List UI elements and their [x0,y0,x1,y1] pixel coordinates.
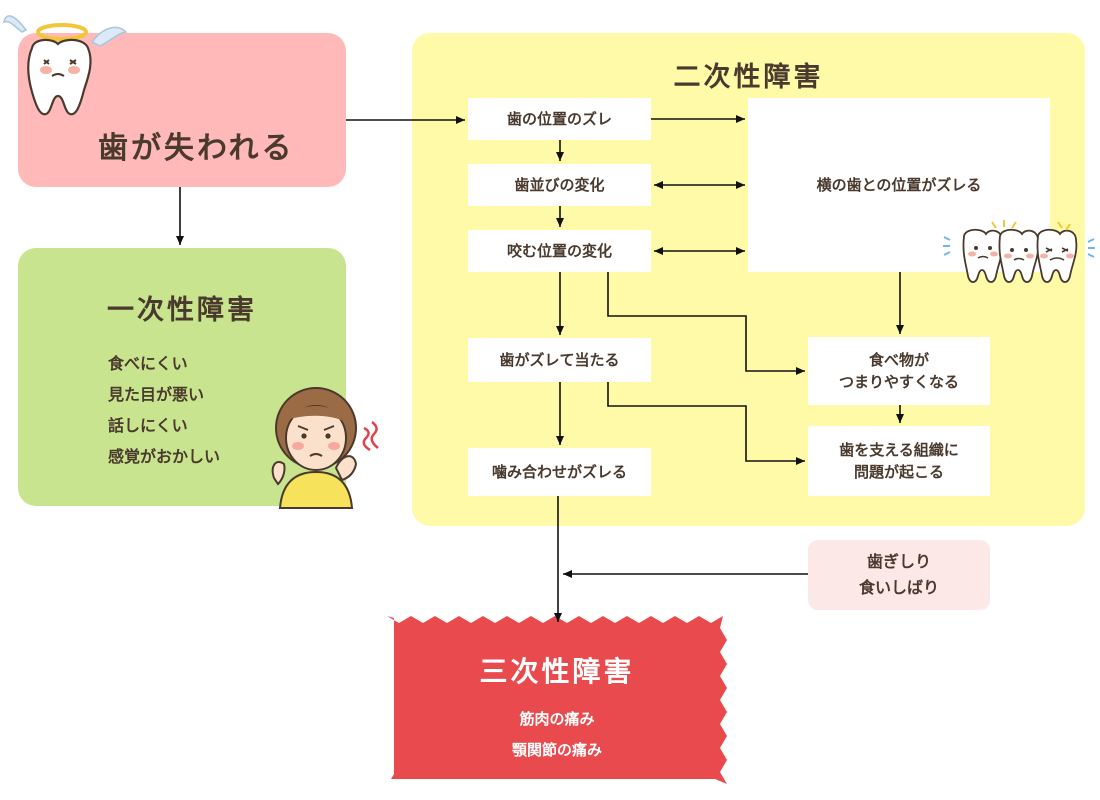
list-item: 見た目が悪い [108,385,205,404]
support-tissue-box: 歯を支える組織に 問題が起こる [808,426,990,496]
tertiary-disorder-title: 三次性障害 [479,655,635,688]
sad-teeth-icon [943,220,1095,283]
primary-disorder-list: 食べにくい 見た目が悪い 話しにくい 感覚がおかしい [108,348,220,472]
list-item: 食べにくい [108,354,188,373]
primary-disorder-title: 一次性障害 [107,295,257,326]
food-trap-line1: 食べ物が [868,351,929,369]
secondary-disorder-title: 二次性障害 [673,62,824,93]
adjacent-shift-label: 横の歯との位置がズレる [816,176,982,194]
arrow-bite-to-food [607,272,805,375]
alignment-change-box: 歯並びの変化 [468,164,651,206]
list-item: 感覚がおかしい [108,447,221,466]
support-tissue-line1: 歯を支える組織に [839,441,959,459]
bite-mesh-box: 噛み合わせがズレる [468,448,651,496]
list-item: 話しにくい [108,416,188,435]
worried-woman-icon [271,387,379,509]
food-trap-line2: つまりやすくなる [838,373,959,391]
tertiary-disorder-box: 三次性障害 筋肉の痛み 顎関節の痛み [387,616,727,786]
list-item: 顎関節の痛み [511,741,602,759]
angel-tooth-icon [3,15,128,116]
bite-change-box: 咬む位置の変化 [468,230,651,272]
grinding-box: 歯ぎしり 食いしばり [808,540,990,610]
tooth-shift-box: 歯の位置のズレ [468,98,651,140]
food-trap-box: 食べ物が つまりやすくなる [808,337,990,405]
jagged-burst-shape [387,616,727,784]
tooth-loss-title: 歯が失われる [98,131,295,166]
teeth-hit-box: 歯がズレて当たる [468,338,651,382]
grinding-line2: 食いしばり [858,578,939,597]
arrow-hit-to-tissue [607,382,805,465]
support-tissue-line2: 問題が起こる [853,463,944,481]
tertiary-disorder-list: 筋肉の痛み 顎関節の痛み [387,704,727,766]
grinding-line1: 歯ぎしり [866,552,931,571]
primary-disorder-box: 一次性障害 食べにくい 見た目が悪い 話しにくい 感覚がおかしい [18,248,346,506]
list-item: 筋肉の痛み [519,710,595,728]
